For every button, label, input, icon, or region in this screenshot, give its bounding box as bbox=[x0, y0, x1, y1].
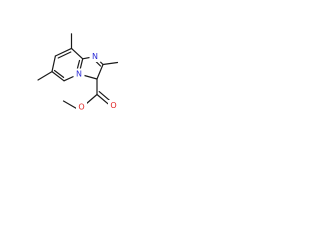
atom-labels: N N O O bbox=[73, 51, 119, 113]
bond-c6-methyl bbox=[37, 70, 53, 81]
bond-c5-c6 bbox=[51, 70, 65, 82]
atom-bg-o-carbonyl bbox=[108, 100, 119, 111]
bond-c6-c7 bbox=[51, 55, 57, 73]
atom-n-imidazole: N bbox=[92, 52, 98, 61]
bond-c5-c6-double bbox=[53, 69, 65, 79]
bond-carbonyl-ester-o bbox=[85, 93, 98, 105]
bond-c7-c8-double bbox=[57, 51, 72, 59]
atom-bg-o-ester bbox=[76, 101, 87, 113]
atom-n-bridge: N bbox=[76, 70, 82, 79]
bond-ester-o-methyl bbox=[62, 100, 78, 110]
bond-c8-c8a bbox=[70, 47, 84, 60]
bond-carbonyl-double-b bbox=[98, 90, 111, 102]
atom-bg-n-bridge bbox=[73, 68, 85, 80]
atom-o-ester: O bbox=[78, 103, 84, 112]
atom-bg-n-imidazole bbox=[89, 51, 101, 62]
bond-carbonyl-double-a bbox=[96, 93, 109, 105]
bond-c2-methyl bbox=[102, 61, 119, 66]
atom-o-carbonyl: O bbox=[110, 101, 116, 110]
bond-c7-c8 bbox=[54, 47, 73, 57]
bond-c2-c3 bbox=[96, 63, 104, 80]
molecule-diagram: N N O O bbox=[37, 33, 119, 113]
